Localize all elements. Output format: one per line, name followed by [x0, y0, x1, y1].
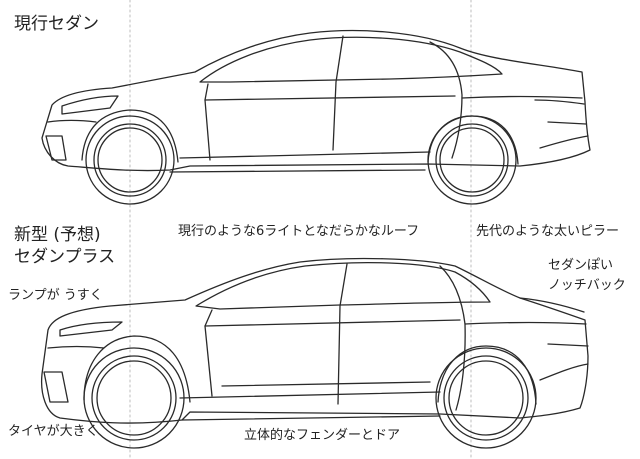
- new-sedan-title-line1: 新型 (予想): [14, 225, 101, 245]
- annotation-notchback-line2: ノッチバック: [548, 278, 626, 293]
- new-sedan-title-line2: セダンプラス: [14, 247, 116, 267]
- annotation-notchback-line1: セダンぽい: [548, 258, 614, 273]
- current-sedan-title: 現行セダン: [14, 14, 99, 34]
- annotation-fender: 立体的なフェンダーとドア: [244, 428, 401, 443]
- current-sedan-drawing: [41, 29, 591, 205]
- annotation-tire: タイヤが大きく: [8, 424, 99, 439]
- annotation-pillar: 先代のような太いピラー: [476, 224, 620, 239]
- new-sedan-plus-drawing: [40, 257, 589, 449]
- annotation-lamp: ランプが うすく: [8, 288, 103, 303]
- annotation-roof: 現行のような6ライトとなだらかなルーフ: [178, 224, 420, 239]
- guide-lines: [129, 0, 472, 459]
